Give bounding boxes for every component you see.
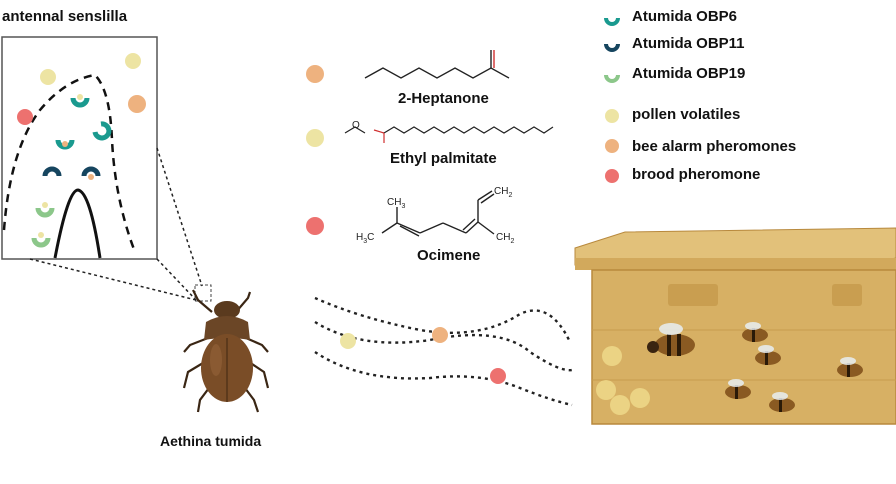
bound-volatile-dot — [77, 94, 83, 100]
legend-label-pollen: pollen volatiles — [632, 106, 741, 123]
plume-alarm-dot — [432, 327, 448, 343]
ocimene-structure — [381, 190, 495, 237]
legend-label-brood: brood pheromone — [632, 166, 761, 183]
legend-label-obp19: Atumida OBP19 — [632, 65, 746, 82]
ocimene-dot — [306, 217, 324, 235]
obp19-protein — [35, 207, 55, 218]
bound-alarm-dot — [62, 141, 68, 147]
heptanone-label: 2-Heptanone — [398, 90, 489, 107]
obp6-protein — [92, 121, 112, 141]
obp11-protein — [42, 166, 62, 177]
plume-pollen-dot — [340, 333, 356, 349]
pollen-volatile-dot — [40, 69, 56, 85]
obp-protein-group — [31, 94, 112, 248]
legend-label-obp6: Atumida OBP6 — [632, 8, 738, 25]
bound-volatile-dot — [38, 232, 44, 238]
beetle-illustration — [182, 289, 270, 413]
ocimene-label: Ocimene — [417, 247, 481, 264]
odor-plumes — [314, 296, 573, 407]
legend-alarm-icon — [605, 139, 619, 153]
legend-obp11-icon — [604, 43, 620, 52]
alarm-pheromone-dot — [128, 95, 146, 113]
ocimene-ch3-upper: CH3 — [387, 197, 405, 210]
beehive-illustration — [574, 227, 896, 425]
ocimene-ch2-top: CH2 — [494, 186, 512, 199]
ethyl-palmitate-structure — [344, 126, 554, 143]
ester-oxygen-label: O — [352, 120, 360, 131]
legend-label-obp11: Atumida OBP11 — [632, 35, 745, 52]
bound-volatile-dot — [42, 202, 48, 208]
zoom-line — [29, 258, 197, 301]
obp19-protein — [31, 237, 51, 248]
ocimene-ch2-right: CH2 — [496, 232, 514, 245]
legend-obp6-icon — [604, 17, 620, 26]
legend-brood-icon — [605, 169, 619, 183]
brood-pheromone-dot — [17, 109, 33, 125]
legend-label-alarm: bee alarm pheromones — [632, 138, 797, 155]
zoom-line — [156, 147, 203, 287]
honey-bees — [647, 322, 863, 412]
sensilla-title: antennal senslilla — [2, 8, 128, 25]
legend-obp19-icon — [604, 74, 620, 83]
zoom-line — [156, 258, 197, 301]
ethyl-palmitate-label: Ethyl palmitate — [390, 150, 497, 167]
plume-brood-dot — [490, 368, 506, 384]
legend-pollen-icon — [605, 109, 619, 123]
heptanone-structure — [364, 50, 510, 79]
ethyl-palmitate-dot — [306, 129, 324, 147]
bound-alarm-dot — [88, 174, 94, 180]
species-label: Aethina tumida — [160, 433, 262, 449]
heptanone-dot — [306, 65, 324, 83]
legend-symbols — [604, 17, 620, 183]
obp6-protein — [70, 97, 90, 108]
sensilla-box — [1, 36, 158, 260]
pollen-volatile-dot — [125, 53, 141, 69]
dendrite-curve — [53, 188, 102, 259]
obp11-protein — [81, 166, 101, 177]
ocimene-h3c-left: H3C — [356, 232, 374, 245]
